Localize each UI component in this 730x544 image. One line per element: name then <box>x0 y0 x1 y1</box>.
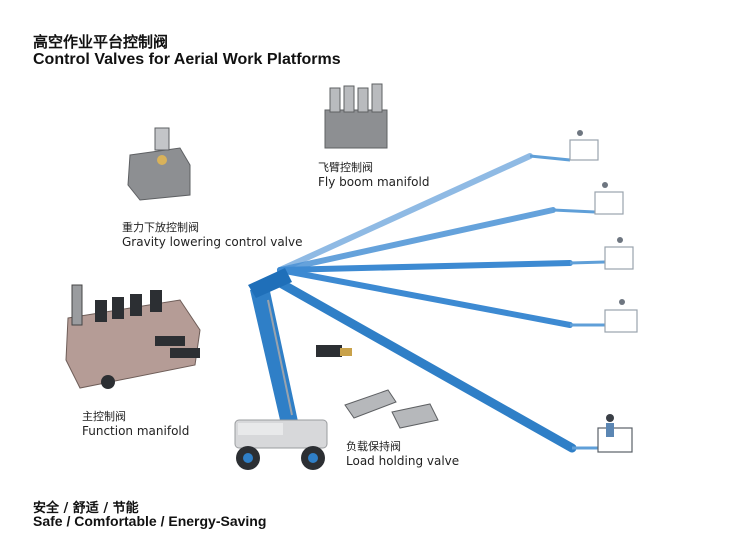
function-manifold-image <box>65 284 201 389</box>
wheel-hub-rear <box>308 453 318 463</box>
worker-2 <box>602 182 608 188</box>
title-english: Control Valves for Aerial Work Platforms <box>33 51 341 68</box>
footer-english: Safe / Comfortable / Energy-Saving <box>33 513 267 529</box>
load-valve-2 <box>391 403 439 429</box>
platform-baskets <box>569 139 638 453</box>
function-coil-2 <box>112 297 124 319</box>
boom-position-5 <box>270 275 577 453</box>
function-lever <box>71 284 83 326</box>
boom-knuckle <box>248 268 292 298</box>
workers <box>577 130 625 437</box>
boom-position-4 <box>277 267 573 328</box>
function-coil-4 <box>150 290 162 312</box>
callout-function: 主控制阀 Function manifold <box>82 409 189 439</box>
worker-4 <box>619 299 625 305</box>
jib-2 <box>552 208 596 214</box>
gravity-valve-image <box>127 127 191 201</box>
basket-4 <box>604 309 638 333</box>
gravity-cartridge <box>154 127 170 151</box>
cartridge-valve-image <box>316 345 352 357</box>
boom-position-2 <box>277 207 556 273</box>
callout-gravity: 重力下放控制阀 Gravity lowering control valve <box>122 220 303 250</box>
jib-arms <box>529 154 606 450</box>
worker-1 <box>577 130 583 136</box>
fly-manifold-coil-4 <box>371 83 383 113</box>
callout-fly-boom-en: Fly boom manifold <box>318 175 430 189</box>
fly-manifold-coil-1 <box>329 87 341 113</box>
callout-function-en: Function manifold <box>82 424 190 438</box>
function-coil-3 <box>130 294 142 316</box>
cartridge-tip <box>340 348 352 356</box>
callout-load-holding-cn: 负载保持阀 <box>346 440 401 453</box>
callout-load-holding-en: Load holding valve <box>346 454 460 468</box>
basket-5 <box>597 427 633 453</box>
callout-fly-boom: 飞臂控制阀 Fly boom manifold <box>318 160 429 190</box>
function-coil-1 <box>95 300 107 322</box>
fly-manifold-block <box>324 109 388 149</box>
function-coil-6 <box>170 348 200 358</box>
callout-function-cn: 主控制阀 <box>82 410 126 423</box>
load-holding-valve-image <box>344 389 439 429</box>
boom-position-3 <box>277 260 573 273</box>
wheel-hub-front <box>243 453 253 463</box>
callout-gravity-cn: 重力下放控制阀 <box>122 221 199 234</box>
fly-manifold-coil-2 <box>343 85 355 113</box>
callout-load-holding: 负载保持阀 Load holding valve <box>346 439 459 469</box>
footer-chinese: 安全 / 舒适 / 节能 <box>33 501 139 516</box>
callout-fly-boom-cn: 飞臂控制阀 <box>318 161 373 174</box>
worker-5-body <box>606 423 614 437</box>
basket-2 <box>594 191 624 215</box>
lift-cylinder <box>267 299 293 416</box>
jib-3 <box>569 260 606 265</box>
function-coil-5 <box>155 336 185 346</box>
gravity-fitting <box>157 155 167 165</box>
worker-5 <box>606 414 614 422</box>
basket-1 <box>569 139 599 161</box>
boom-position-1 <box>277 153 533 273</box>
worker-3 <box>617 237 623 243</box>
callout-gravity-en: Gravity lowering control valve <box>122 235 303 249</box>
jib-1 <box>529 154 571 162</box>
chassis-panel <box>238 423 283 435</box>
title-chinese: 高空作业平台控制阀 <box>33 33 169 51</box>
function-knob <box>101 375 115 389</box>
load-valve-1 <box>344 389 397 419</box>
fly-manifold-coil-3 <box>357 87 369 113</box>
fly-boom-positions <box>270 153 577 453</box>
basket-3 <box>604 246 634 270</box>
fly-boom-manifold-image <box>324 83 388 149</box>
gravity-block <box>127 147 191 201</box>
cartridge-body <box>316 345 342 357</box>
